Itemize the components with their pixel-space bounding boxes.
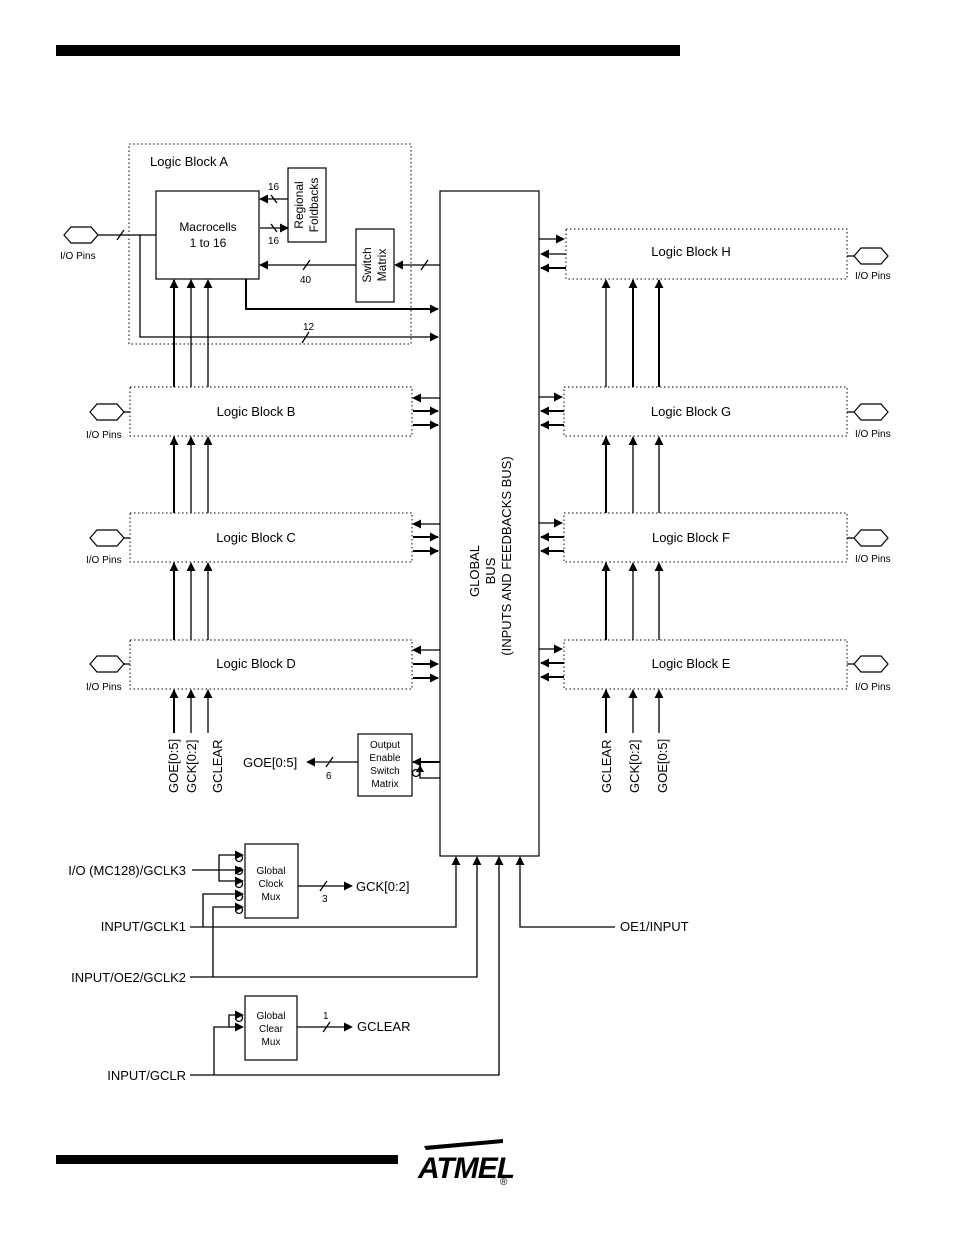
clear-mux-line-2: Clear [259,1024,284,1035]
global-bus: GLOBAL BUS (INPUTS AND FEEDBACKS BUS) [439,190,540,857]
switch-matrix-label: Switch [360,247,374,282]
io-pins-label-b: I/O Pins [86,430,122,441]
clock-mux-output-label: GCK[0:2] [356,879,409,894]
input-oe2-gclk2-label: INPUT/OE2/GCLK2 [71,970,186,985]
oe-box-line-3: Switch [370,766,399,777]
logic-block-d: Logic Block D [129,639,413,690]
regional-foldbacks-label-2: Foldbacks [307,178,321,233]
goe-label-left: GOE[0:5] [166,739,181,793]
io-pin-f[interactable]: I/O Pins [847,529,891,565]
logic-block-d-label: Logic Block D [216,656,295,671]
header-bar [56,45,680,56]
width-40: 40 [300,275,312,286]
logic-block-f: Logic Block F [563,512,848,563]
oe-box-line-2: Enable [369,753,401,764]
io-pins-label-h: I/O Pins [855,271,891,282]
io-pin-a[interactable]: I/O Pins [60,226,99,262]
width-16-top: 16 [268,182,280,193]
regional-foldbacks-box [287,167,327,243]
global-bus-label-3: (INPUTS AND FEEDBACKS BUS) [499,456,514,655]
logic-block-b-label: Logic Block B [217,404,296,419]
global-bus-label-2: BUS [483,557,498,584]
macrocells-range: 1 to 16 [190,236,227,250]
atmel-logo-text: ATMEL [417,1152,514,1185]
input-oe1-label: OE1/INPUT [620,919,689,934]
global-clear-mux: Global Clear Mux 1 GCLEAR [213,995,410,1075]
gck-label-right: GCK[0:2] [627,740,642,793]
clear-mux-output-label: GCLEAR [357,1019,410,1034]
io-pin-e[interactable]: I/O Pins [847,655,891,693]
clear-mux-line-1: Global [257,1011,286,1022]
gclear-label-left: GCLEAR [210,740,225,793]
switch-matrix-box [355,228,395,303]
clear-mux-line-3: Mux [262,1037,281,1048]
switch-matrix-label-2: Matrix [375,249,389,282]
logic-block-g: Logic Block G [563,386,848,437]
io-pins-label-c: I/O Pins [86,555,122,566]
logic-block-a: Logic Block A Macrocells 1 to 16 Regiona… [98,143,440,345]
oe-width: 6 [326,771,332,782]
io-pins-label-g: I/O Pins [855,429,891,440]
io-pins-label-f: I/O Pins [855,554,891,565]
registered-mark: ® [500,1177,508,1188]
io-pins-label-e: I/O Pins [855,682,891,693]
input-gclk1-label: INPUT/GCLK1 [101,919,186,934]
logic-block-g-label: Logic Block G [651,404,731,419]
output-enable-switch-matrix: Output Enable Switch Matrix 6 GOE[0:5] [243,733,440,797]
global-bus-label-1: GLOBAL [467,545,482,597]
gclear-label-right: GCLEAR [599,740,614,793]
left-bus-connections [412,393,440,683]
input-lines [190,856,615,1076]
oe-box-line-4: Matrix [371,779,398,790]
logic-block-a-title: Logic Block A [150,154,228,169]
macrocells-box [155,190,260,280]
input-gclr-label: INPUT/GCLR [107,1068,186,1083]
io-pin-g[interactable]: I/O Pins [847,403,891,440]
clock-mux-line-3: Mux [262,892,281,903]
io-pin-b[interactable]: I/O Pins [86,403,130,441]
width-16-bottom: 16 [268,236,280,247]
clock-mux-line-2: Clock [258,879,284,890]
logic-block-h: Logic Block H [565,228,848,280]
logic-block-e-label: Logic Block E [652,656,731,671]
logic-block-c: Logic Block C [129,512,413,563]
logic-block-c-label: Logic Block C [216,530,295,545]
clock-mux-width: 3 [322,894,328,905]
atmel-logo: ATMEL ® [417,1139,515,1188]
footer-bar [56,1155,398,1164]
io-pins-label-d: I/O Pins [86,682,122,693]
input-io-mc128-label: I/O (MC128)/GCLK3 [68,863,186,878]
io-pin-c[interactable]: I/O Pins [86,529,130,566]
logic-block-e: Logic Block E [563,639,848,690]
macrocells-label: Macrocells [179,220,236,234]
global-clock-mux: Global Clock Mux 3 GCK[0:2] [192,843,409,977]
io-pins-label-a: I/O Pins [60,251,96,262]
logic-block-b: Logic Block B [129,386,413,437]
right-bus-connections [539,234,566,682]
io-pin-d[interactable]: I/O Pins [86,655,130,693]
io-pin-h[interactable]: I/O Pins [847,247,891,282]
clock-mux-line-1: Global [257,866,286,877]
width-12: 12 [303,322,315,333]
gck-label-left: GCK[0:2] [184,740,199,793]
left-block-vertical-signals [169,279,213,733]
logic-block-f-label: Logic Block F [652,530,730,545]
logic-block-h-label: Logic Block H [651,244,730,259]
right-block-vertical-signals [601,279,664,733]
oe-box-line-1: Output [370,740,400,751]
regional-foldbacks-label: Regional [292,181,306,228]
clear-mux-width: 1 [323,1011,329,1022]
goe-label-right: GOE[0:5] [655,739,670,793]
oe-output-label: GOE[0:5] [243,755,297,770]
